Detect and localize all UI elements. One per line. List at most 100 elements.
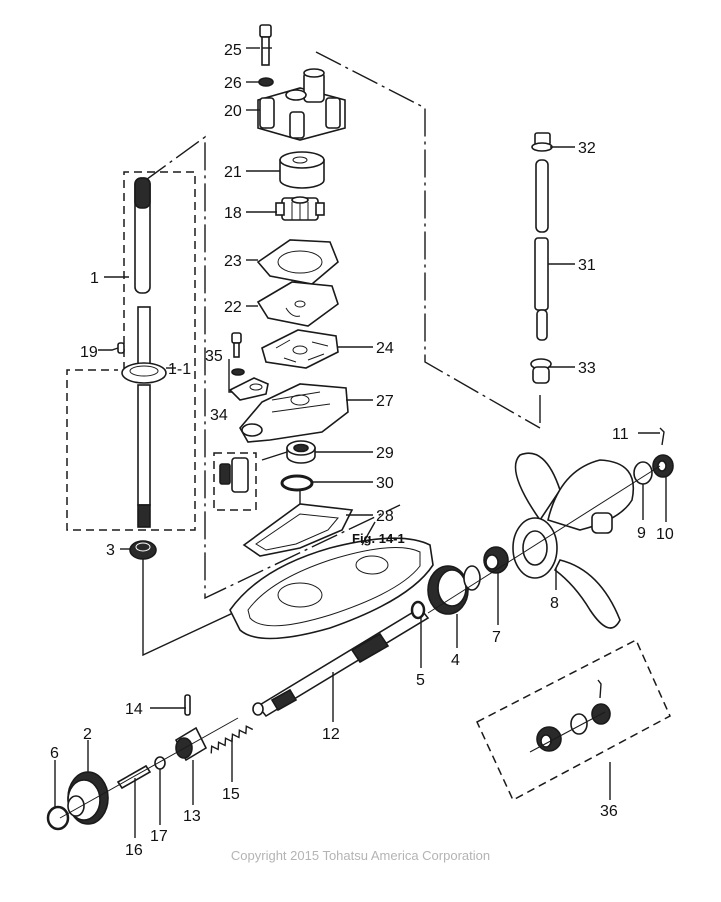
label-part-4: 4 [451, 652, 460, 669]
drive-shaft-spline-bottom [137, 504, 151, 528]
drive-shaft [117, 177, 167, 528]
propeller-bore [522, 530, 548, 566]
impeller-hub [291, 196, 309, 204]
water-pipe-31-tip [536, 309, 548, 341]
screw-35-shank [233, 342, 240, 358]
gasket-23-opening [277, 250, 323, 274]
bolt-25-shank [261, 36, 270, 66]
pump-base-hole [241, 423, 263, 437]
plate-34 [228, 377, 269, 401]
pump-case-boss-front [289, 111, 305, 139]
propeller-shaft [252, 606, 430, 718]
rear-axis [59, 717, 239, 819]
label-part-30: 30 [376, 475, 394, 492]
label-part-16: 16 [125, 842, 143, 859]
o-ring-30 [280, 474, 314, 492]
leader-lines [54, 47, 667, 838]
drive-key-19 [117, 342, 125, 354]
plate-22-slot [285, 307, 301, 317]
label-part-29: 29 [376, 445, 394, 462]
label-part-31: 31 [578, 257, 596, 274]
label-part-27: 27 [376, 393, 394, 410]
pump-base-ribs [271, 391, 331, 413]
clutch-spring-15 [210, 725, 254, 754]
label-part-18: 18 [224, 205, 242, 222]
dashed-groupings [66, 171, 671, 802]
oil-seal-section [231, 457, 249, 493]
grommet-33-body [532, 366, 550, 384]
propeller-blade-upper [547, 459, 634, 531]
label-part-21: 21 [224, 164, 242, 181]
label-part-11: 11 [612, 426, 629, 443]
label-part-9: 9 [637, 525, 646, 542]
label-part-7: 7 [492, 629, 501, 646]
oil-seal-spring [219, 463, 231, 485]
label-part-20: 20 [224, 103, 242, 120]
pump-plate-gasket-24 [261, 329, 339, 369]
label-part-33: 33 [578, 360, 596, 377]
label-part-10: 10 [656, 526, 674, 543]
washer-26 [258, 77, 274, 87]
bolt-25-head [259, 24, 272, 38]
pump-case-boss-right [325, 97, 341, 129]
label-part-23: 23 [224, 253, 242, 270]
thrust-holder [483, 546, 509, 574]
label-part-35: 35 [205, 348, 223, 365]
gearcase-cavity [277, 582, 323, 608]
water-pipe-31-lower [534, 237, 549, 311]
thrust-holder-bore [485, 554, 499, 570]
label-part-22: 22 [224, 299, 242, 316]
screw-35-head [231, 332, 242, 344]
label-part-26: 26 [224, 75, 242, 92]
label-part-19: 19 [80, 344, 98, 361]
propeller-hub-rear [591, 512, 613, 534]
pinion-gear-body [129, 540, 157, 560]
water-pipe-stack [530, 132, 553, 384]
propeller-shaft-12 [256, 606, 430, 718]
drive-shaft-spline-top [134, 177, 151, 209]
impeller-18 [275, 196, 325, 221]
chain-line-pump-to-pipe [315, 51, 541, 429]
pinion-gear [129, 540, 157, 560]
propeller-blade-lower [553, 559, 621, 629]
label-part-34: 34 [210, 407, 228, 424]
plate-22-hole [294, 300, 306, 308]
label-part-32: 32 [578, 140, 596, 157]
drive-shaft-lower [137, 384, 151, 506]
kit-washer [570, 713, 588, 735]
pump-case-center [285, 89, 307, 101]
label-part-2: 2 [83, 726, 92, 743]
drive-shaft-kit-box [66, 171, 196, 531]
propeller-blade-top [514, 452, 561, 522]
label-part-14: 14 [125, 701, 143, 718]
pinion-gear-bore [135, 542, 151, 552]
label-part-25: 25 [224, 42, 242, 59]
propeller-shaft-spline-rear [270, 688, 298, 712]
propeller-kit-box [476, 638, 671, 802]
kit-cotter-pin [597, 679, 602, 699]
chain-line-shaft-to-case [142, 135, 401, 600]
shim-6 [46, 805, 70, 831]
thrust-washer-5 [410, 600, 426, 620]
label-part-28: 28 [376, 508, 394, 525]
oil-seal-detail-leader [261, 451, 288, 461]
label-part-17: 17 [150, 828, 168, 845]
plate-34-hole [249, 383, 263, 391]
propeller [512, 452, 634, 629]
label-part-24: 24 [376, 340, 394, 357]
copyright-notice: Copyright 2015 Tohatsu America Corporati… [230, 848, 491, 863]
pump-case-gasket-23 [256, 239, 339, 285]
forward-gear [427, 565, 481, 615]
label-part-1-1: 1-1 [168, 361, 191, 378]
rear-gear-train [46, 694, 254, 831]
propeller-kit [529, 679, 611, 753]
drive-shaft-mid [137, 306, 151, 368]
label-part-13: 13 [183, 808, 201, 825]
bearing-race [129, 365, 159, 377]
water-pump-stack [219, 24, 354, 557]
forward-gear-hub [463, 565, 481, 591]
clutch-pin-14 [184, 694, 191, 716]
pump-plate-22 [256, 281, 339, 327]
part-labels: 25 26 20 21 18 23 22 24 27 29 30 28 35 3… [50, 42, 674, 859]
